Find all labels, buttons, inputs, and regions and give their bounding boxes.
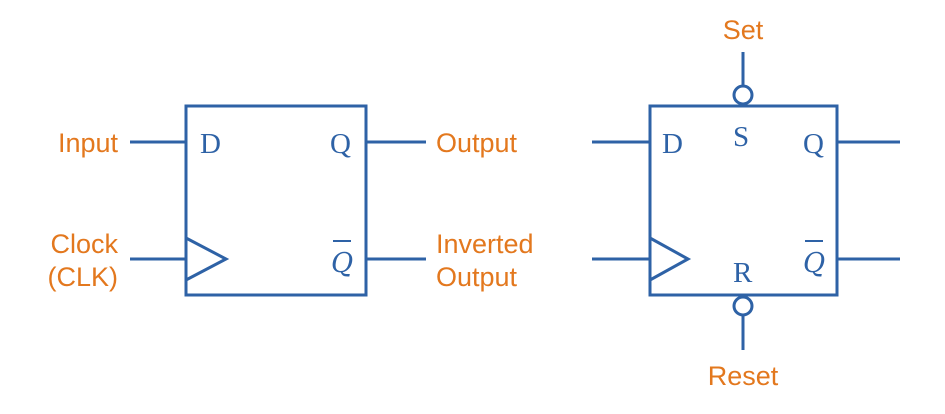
input-label: Input: [58, 128, 119, 158]
pin-qbar-left: Q: [331, 248, 353, 279]
pin-s-right: S: [733, 121, 749, 153]
clock-triangle-icon-right: [649, 236, 692, 282]
clock-label-line1: Clock: [50, 229, 118, 259]
inverted-output-label-line1: Inverted: [436, 229, 534, 259]
pin-q-left: Q: [330, 128, 351, 160]
inverted-output-label-line2: Output: [436, 262, 518, 292]
reset-inversion-bubble-icon: [732, 295, 754, 317]
d-flip-flop-set-reset: D S Q R Q Set Reset: [592, 15, 900, 391]
output-label: Output: [436, 128, 518, 158]
d-flip-flop-basic: D Q Q Input Clock (CLK) Output Inverted …: [47, 104, 534, 297]
pin-d-right: D: [662, 128, 683, 160]
set-label: Set: [723, 15, 764, 45]
clock-triangle-icon: [185, 236, 230, 282]
clock-label-line2: (CLK): [47, 262, 118, 292]
pin-d-left: D: [200, 128, 221, 160]
pin-r-right: R: [733, 257, 753, 289]
reset-label: Reset: [708, 361, 779, 391]
pin-q-right: Q: [803, 128, 824, 160]
pin-qbar-right: Q: [803, 248, 825, 279]
set-inversion-bubble-icon: [732, 84, 754, 106]
